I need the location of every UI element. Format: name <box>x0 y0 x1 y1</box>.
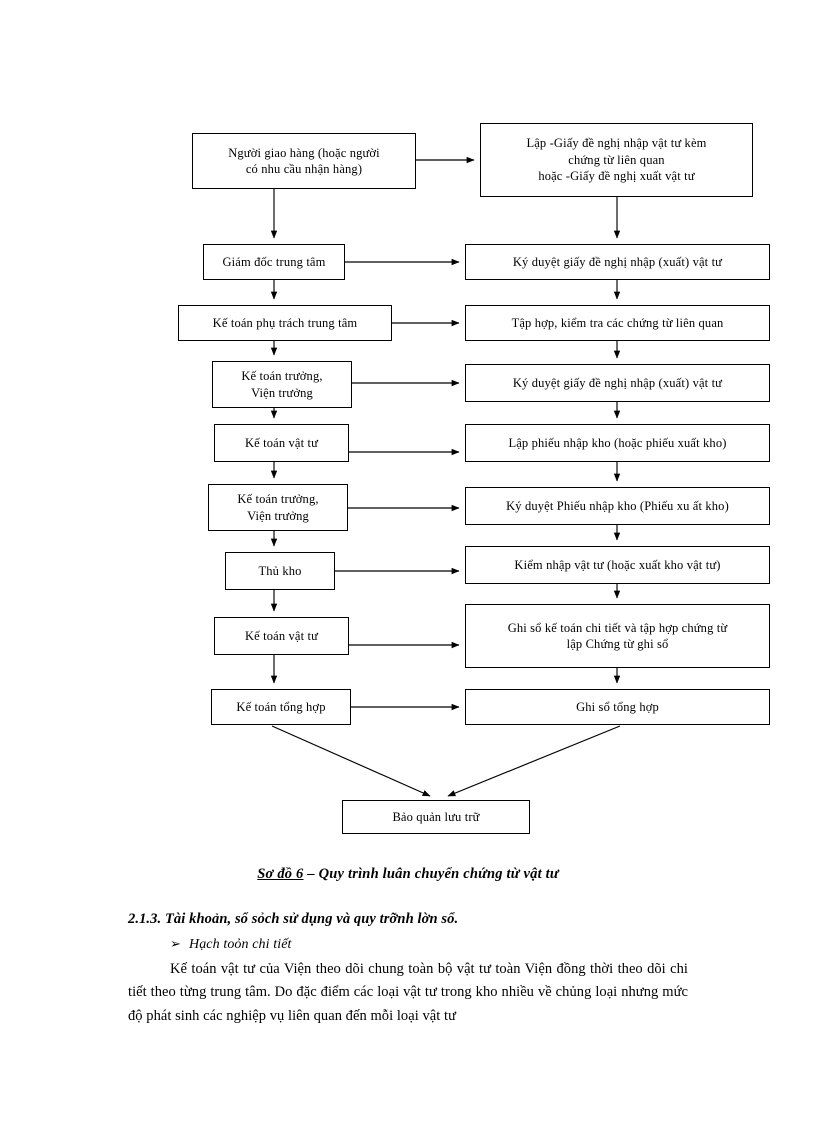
node-text-line: lập Chứng từ ghi sổ <box>566 637 669 651</box>
bullet-item-label: Hạch toỏn chi tiết <box>189 937 292 952</box>
node-ke-toan-truong-1: Kế toán trưởng, Viện trưởng <box>212 361 352 408</box>
node-text-line: Kế toán trưởng, <box>237 492 319 506</box>
connector-ghisotonghop-to-baoquan <box>447 725 621 797</box>
node-ke-toan-tong-hop: Kế toán tổng hợp <box>211 689 351 725</box>
node-text-line: Kế toán vật tư <box>244 628 319 643</box>
node-text-line: Giám đốc trung tâm <box>222 254 326 269</box>
node-tap-hop-kiem-tra: Tập hợp, kiểm tra các chứng từ liên quan <box>465 305 770 341</box>
flowchart-diagram: Người giao hàng (hoặc người có nhu cầu nh… <box>178 123 770 834</box>
node-text-line: Ghi sổ kế toán chi tiết và tập hợp chứng… <box>507 620 728 635</box>
node-ky-duyet-phieu-nhap: Ký duyệt Phiếu nhập kho (Phiếu xu ất kho… <box>465 487 770 525</box>
node-lap-phieu-nhap-kho: Lập phiếu nhập kho (hoặc phiếu xuất kho) <box>465 424 770 462</box>
node-ke-toan-vat-tu-1: Kế toán vật tư <box>214 424 349 462</box>
node-text-line: Lập phiếu nhập kho (hoặc phiếu xuất kho) <box>508 435 727 450</box>
body-paragraph: Kế toán vật tư của Viện theo dõi chung t… <box>128 961 688 1024</box>
node-text-line: Ghi sổ tổng hợp <box>576 699 659 714</box>
node-text-line: có nhu cầu nhận hàng) <box>245 162 363 176</box>
node-kiem-nhap-vat-tu: Kiểm nhập vật tư (hoặc xuất kho vật tư) <box>465 546 770 584</box>
node-ke-toan-phu-trach: Kế toán phụ trách trung tâm <box>178 305 392 341</box>
bullet-item: ➢ Hạch toỏn chi tiết <box>170 936 730 953</box>
node-nguoi-giao-hang: Người giao hàng (hoặc người có nhu cầu nh… <box>192 133 416 189</box>
node-ky-duyet-giay-1: Ký duyệt giấy đề nghị nhập (xuất) vật tư <box>465 244 770 280</box>
node-ghi-so-tong-hop: Ghi sổ tổng hợp <box>465 689 770 725</box>
figure-caption-title: Quy trình luân chuyển chứng từ vật tư <box>318 866 559 882</box>
section-heading: 2.1.3. Tài khoản, sổ sỏch sử dụng và quy… <box>128 911 459 927</box>
node-text-line: Kế toán trưởng, <box>241 369 323 383</box>
node-ghi-so-ke-toan: Ghi sổ kế toán chi tiết và tập hợp chứng… <box>465 604 770 668</box>
node-text-line: hoặc -Giấy đề nghị xuất vật tư <box>538 169 695 184</box>
node-text-line: Kế toán tổng hợp <box>236 699 326 714</box>
figure-caption-label: Sơ đồ 6 <box>257 866 304 882</box>
node-text-line: Ký duyệt giấy đề nghị nhập (xuất) vật tư <box>512 375 723 390</box>
node-ke-toan-vat-tu-2: Kế toán vật tư <box>214 617 349 655</box>
figure-caption-separator: – <box>303 866 319 882</box>
node-text-line: Ký duyệt Phiếu nhập kho (Phiếu xu ất kho… <box>506 498 729 513</box>
node-ke-toan-truong-2: Kế toán trưởng, Viện trưởng <box>208 484 348 531</box>
figure-caption: Sơ đồ 6 – Quy trình luân chuyển chứng từ… <box>0 866 816 883</box>
node-text-line: Viện trưởng <box>247 508 309 523</box>
connector-ketoantonghop-to-baoquan <box>271 725 431 797</box>
node-text-line: Thủ kho <box>258 563 302 578</box>
node-ky-duyet-giay-2: Ký duyệt giấy đề nghị nhập (xuất) vật tư <box>465 364 770 402</box>
node-bao-quan-luu-tru: Bảo quản lưu trữ <box>342 800 530 834</box>
node-text-line: Lập -Giấy đề nghị nhập vật tư kèm <box>526 136 707 151</box>
node-text-line: Ký duyệt giấy đề nghị nhập (xuất) vật tư <box>512 254 723 269</box>
node-text-line: Tập hợp, kiểm tra các chứng từ liên quan <box>511 315 724 330</box>
node-text-line: Viện trưởng <box>251 385 313 400</box>
node-text-line: Kế toán phụ trách trung tâm <box>212 315 358 330</box>
node-text-line: Bảo quản lưu trữ <box>392 809 480 824</box>
node-giam-doc-trung-tam: Giám đốc trung tâm <box>203 244 345 280</box>
node-text-line: Kiểm nhập vật tư (hoặc xuất kho vật tư) <box>514 557 721 572</box>
node-text-line: Người giao hàng (hoặc người <box>228 145 380 160</box>
node-thu-kho: Thủ kho <box>225 552 335 590</box>
arrow-bullet-icon: ➢ <box>170 936 181 951</box>
node-text-line: Kế toán vật tư <box>244 435 319 450</box>
node-text-line: chứng từ liên quan <box>568 152 665 167</box>
